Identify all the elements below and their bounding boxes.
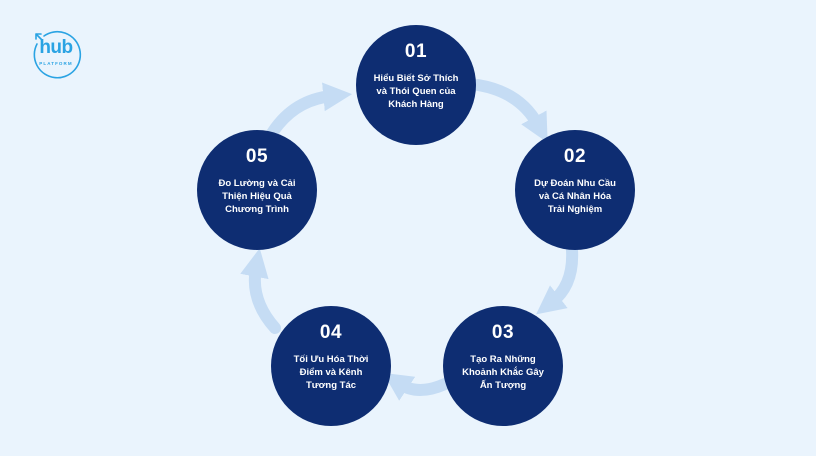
step-label: Đo Lường và Cải Thiện Hiệu Quả Chương Tr… [218, 178, 296, 215]
step-label: Tối Ưu Hóa Thời Điểm và Kênh Tương Tác [293, 354, 369, 391]
step-circle-04: 04 Tối Ưu Hóa Thời Điểm và Kênh Tương Tá… [271, 306, 391, 426]
step-circle-03: 03 Tạo Ra Những Khoảnh Khắc Gây Ấn Tượng [443, 306, 563, 426]
hub-platform-logo: hub PLATFORM [30, 30, 82, 82]
step-number: 02 [563, 146, 587, 167]
step-circle-02: 02 Dự Đoán Nhu Cầu và Cá Nhân Hóa Trải N… [515, 130, 635, 250]
step-number: 04 [319, 322, 343, 343]
step-label: Tạo Ra Những Khoảnh Khắc Gây Ấn Tượng [462, 354, 544, 391]
step-number: 05 [245, 146, 269, 167]
step-circle-01: 01 Hiểu Biết Sở Thích và Thói Quen của K… [356, 25, 476, 145]
step-number: 01 [404, 41, 428, 62]
step-label: Dự Đoán Nhu Cầu và Cá Nhân Hóa Trải Nghi… [534, 178, 616, 215]
step-label: Hiểu Biết Sở Thích và Thói Quen của Khác… [373, 73, 459, 110]
arrow-2-to-3 [536, 244, 579, 315]
step-number: 03 [491, 322, 515, 343]
step-circle-05: 05 Đo Lường và Cải Thiện Hiệu Quả Chương… [197, 130, 317, 250]
arrow-4-to-5 [240, 248, 281, 334]
arrow-3-to-4 [383, 372, 451, 401]
logo-word: hub [39, 37, 73, 58]
arrow-1-to-2 [472, 79, 548, 143]
logo-subtitle: PLATFORM [39, 61, 73, 66]
logo-ring-icon [33, 30, 82, 79]
